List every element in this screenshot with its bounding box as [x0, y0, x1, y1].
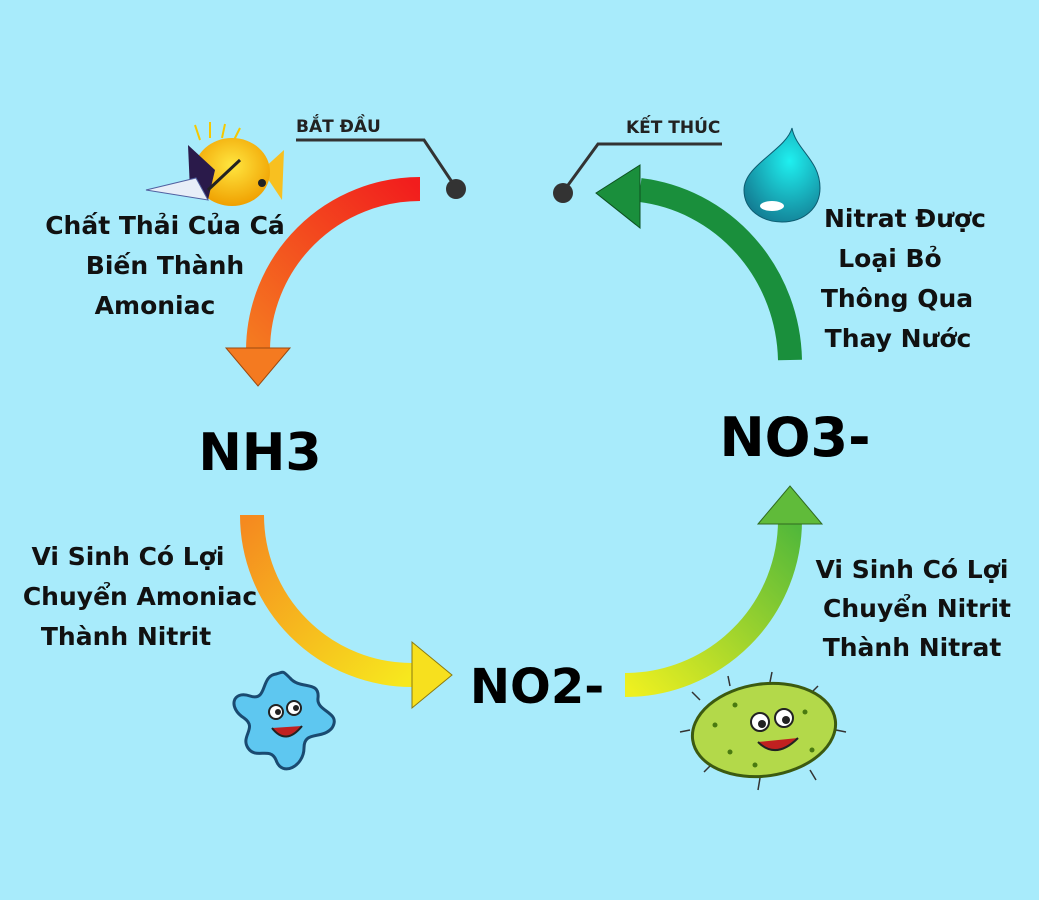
- end-dot: [553, 183, 573, 203]
- start-label: BẮT ĐẦU: [296, 113, 381, 137]
- text-line: Thông Qua: [821, 284, 973, 313]
- compound-no2: NO2-: [470, 659, 604, 715]
- start-marker: BẮT ĐẦU: [296, 113, 466, 199]
- text-line: Chất Thải Của Cá: [45, 211, 285, 240]
- fish-icon: [145, 122, 284, 206]
- text-line: Nitrat Được: [824, 204, 986, 233]
- step-nitrite-to-nitrate-text: Vi Sinh Có Lợi Chuyển Nitrit Thành Nitra…: [816, 555, 1012, 662]
- text-line: Chuyển Amoniac: [23, 581, 257, 611]
- arrow-no3-to-end: [595, 164, 802, 361]
- text-line: Thành Nitrit: [41, 622, 211, 651]
- arrow-nh3-to-no2: [240, 514, 453, 710]
- end-label: KẾT THÚC: [626, 114, 720, 138]
- text-line: Chuyển Nitrit: [823, 593, 1011, 623]
- text-line: Loại Bỏ: [838, 244, 941, 273]
- compound-nh3: NH3: [198, 423, 321, 483]
- start-dot: [446, 179, 466, 199]
- step-nitrate-removal-text: Nitrat Được Loại Bỏ Thông Qua Thay Nước: [821, 204, 986, 353]
- text-line: Thành Nitrat: [823, 633, 1002, 662]
- arrow-waste-to-nh3: [224, 177, 421, 387]
- step-ammonia-to-nitrite-text: Vi Sinh Có Lợi Chuyển Amoniac Thành Nitr…: [23, 542, 257, 651]
- text-line: Thay Nước: [825, 324, 972, 353]
- text-line: Vi Sinh Có Lợi: [816, 555, 1009, 584]
- star-microbe-icon: [232, 670, 336, 771]
- end-marker: KẾT THÚC: [553, 114, 722, 203]
- compound-no3: NO3-: [719, 406, 870, 469]
- bacterium-icon: [679, 671, 847, 791]
- text-line: Vi Sinh Có Lợi: [32, 542, 225, 571]
- arrow-no2-to-no3: [624, 485, 824, 697]
- water-drop-icon: [743, 127, 821, 223]
- text-line: Biến Thành: [86, 251, 244, 280]
- step-fish-waste-text: Chất Thải Của Cá Biến Thành Amoniac: [45, 211, 285, 320]
- text-line: Amoniac: [95, 291, 216, 320]
